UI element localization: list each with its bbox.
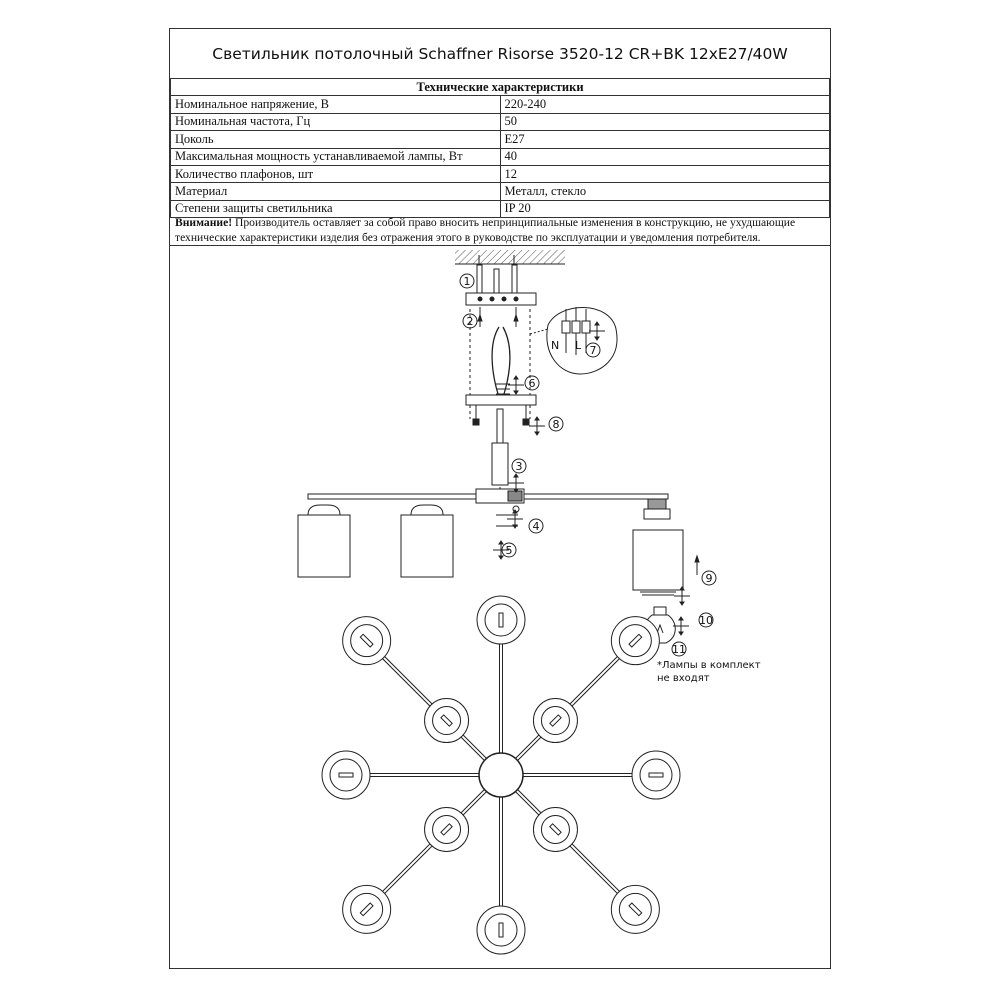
callout-2: 2 [467,315,474,328]
shade-outer [610,616,660,666]
specs-header-row: Технические характеристики [170,77,830,97]
callout-5: 5 [506,544,513,557]
instruction-sheet: Светильник потолочный Schaffner Risorse … [169,28,831,969]
lampholder [440,823,453,836]
table-row: Материал Металл, стекло [170,182,830,201]
shade-inner [350,892,384,926]
arm-highlight [515,639,637,761]
shade-inner [484,603,518,637]
wire-label-l: L [575,339,582,352]
lamp-note: *Лампы в комплект не входят [657,659,761,685]
spec-key: Степени защиты светильника [170,199,501,219]
assembly-arrows [492,375,700,636]
assembly-diagram: N L [297,250,717,955]
table-row: Степени защиты светильника IP 20 [170,199,830,219]
shade-outer [631,750,681,800]
lampholder [628,902,643,917]
arm-highlight [515,789,637,911]
lampholder [549,823,562,836]
table-row: Максимальная мощность устанавливаемой ла… [170,147,830,166]
shade-inner [432,814,462,844]
lampholder [338,772,354,778]
lampholder [440,714,453,727]
warning-text: Производитель оставляет за собой право в… [175,216,796,244]
shade-inner [540,814,570,844]
shade-inner [484,913,518,947]
warning-notice: Внимание! Производитель оставляет за соб… [170,214,830,246]
callout-3: 3 [516,460,523,473]
lampholder [498,922,504,938]
callout-7: 7 [590,344,597,357]
shade-outer [476,595,526,645]
shade-outer [476,905,526,955]
glass-shade [400,504,454,578]
lampholder [498,612,504,628]
shade-outer [532,698,578,744]
lampholder [648,772,664,778]
shade-inner [618,892,652,926]
hub-assembly [307,488,669,527]
specs-header: Технические характеристики [170,77,830,97]
chandelier-top-view [321,595,681,955]
table-row: Номинальное напряжение, В 220-240 [170,95,830,114]
glass-shade [632,498,684,596]
center-hub [478,752,524,798]
mounting-bracket [465,292,537,327]
lampholder [359,633,374,648]
shade-inner [329,758,363,792]
callout-9: 9 [706,572,713,585]
callout-6: 6 [529,377,536,390]
callout-10: 10 [699,614,713,627]
spec-key: Номинальная частота, Гц [170,112,501,132]
stem [491,408,509,486]
lampholder [549,714,562,727]
shade-outer [424,806,470,852]
terminal-block-detail [529,307,618,375]
lampholder [359,902,374,917]
shade-inner [618,624,652,658]
shade-outer [610,884,660,934]
callout-1: 1 [464,275,471,288]
shade-outer [424,698,470,744]
ceiling [455,250,565,265]
lampholder [628,633,643,648]
glass-shade [297,504,351,578]
spec-value: IP 20 [499,199,830,219]
arm-highlight [365,789,487,911]
callout-4: 4 [533,520,540,533]
specs-table: Технические характеристики Номинальное н… [170,77,830,219]
spec-key: Номинальное напряжение, В [170,95,501,114]
lamp-note-line: *Лампы в комплект [657,660,761,671]
shade-inner [540,706,570,736]
wire-label-n: N [551,339,559,352]
callouts [459,273,717,657]
arm-highlight [365,639,487,761]
shade-outer [321,750,371,800]
lamp-note-line: не входят [657,673,710,684]
shade-inner [350,624,384,658]
warning-label: Внимание! [175,216,233,229]
shade-outer [342,884,392,934]
shade-inner [639,758,673,792]
spec-key: Максимальная мощность устанавливаемой ла… [170,147,501,166]
shade-outer [342,616,392,666]
callout-8: 8 [553,418,560,431]
shade-outer [532,806,578,852]
callout-11: 11 [672,643,686,656]
shade-inner [432,706,462,736]
canopy [465,394,537,426]
supply-wires [491,326,511,395]
